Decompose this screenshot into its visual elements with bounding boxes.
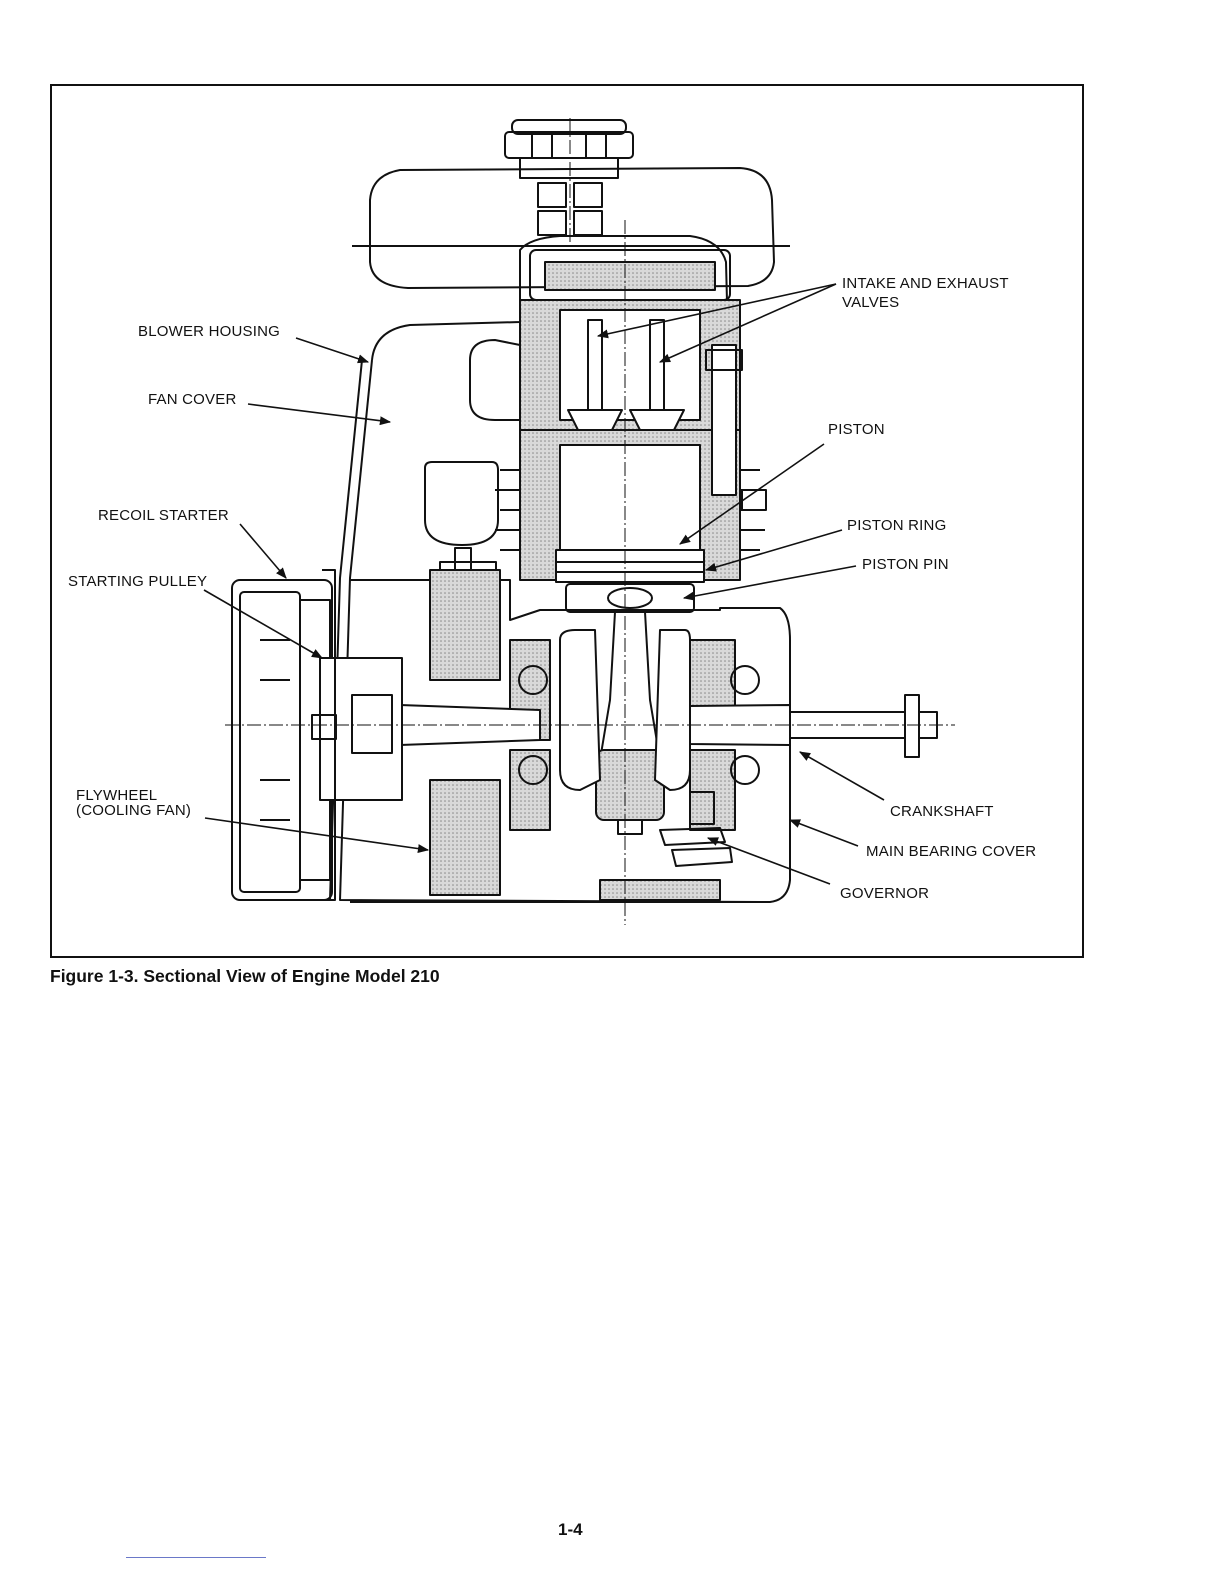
label-blower-housing: BLOWER HOUSING (138, 323, 280, 341)
leader-governor (708, 838, 830, 884)
label-fan-cover: FAN COVER (148, 391, 236, 409)
air-cleaner (425, 462, 498, 545)
flywheel (232, 570, 402, 900)
label-governor: GOVERNOR (840, 885, 929, 903)
spark-plug (470, 340, 520, 420)
label-main-bearing-cover: MAIN BEARING COVER (866, 843, 1036, 861)
leader-blower-housing (296, 338, 368, 362)
page-number: 1-4 (558, 1520, 583, 1540)
label-piston-pin: PISTON PIN (862, 556, 949, 574)
leader-crankshaft (800, 752, 884, 800)
connecting-rod (596, 612, 664, 834)
footer-rule (126, 1557, 266, 1558)
label-valves-line2: VALVES (842, 294, 899, 312)
leader-recoil-starter (240, 524, 286, 578)
label-piston-ring: PISTON RING (847, 517, 946, 535)
label-piston: PISTON (828, 421, 885, 439)
label-starting-pulley: STARTING PULLEY (68, 573, 207, 591)
label-crankshaft: CRANKSHAFT (890, 803, 994, 821)
label-flywheel-line2: (COOLING FAN) (76, 802, 191, 820)
label-recoil-starter: RECOIL STARTER (98, 507, 229, 525)
leader-main-bearing-cover (790, 820, 858, 846)
label-valves-line1: INTAKE AND EXHAUST (842, 275, 1009, 293)
leader-fan-cover (248, 404, 390, 422)
figure-caption: Figure 1-3. Sectional View of Engine Mod… (50, 966, 440, 987)
piston (556, 445, 704, 612)
leader-flywheel (205, 818, 428, 850)
